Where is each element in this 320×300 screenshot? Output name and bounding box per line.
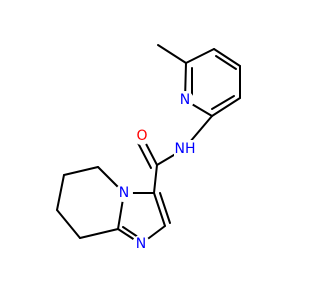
bond-sat-3 bbox=[56, 174, 65, 211]
bridgehead-nitrogen-label: N bbox=[119, 185, 129, 201]
bond-pyridine-2 bbox=[213, 48, 241, 67]
atom-n-imidazole: N bbox=[132, 235, 150, 253]
oxygen-label: O bbox=[136, 128, 147, 144]
atom-o1: O bbox=[133, 127, 151, 145]
bond-carbonyl-ring bbox=[153, 164, 158, 194]
bond-sat-5 bbox=[79, 228, 119, 239]
bond-carbonyl-o-inner bbox=[136, 140, 152, 169]
bond-methyl bbox=[157, 44, 187, 64]
bond-imid-3-inner bbox=[122, 226, 139, 238]
atom-n-bridge: N bbox=[115, 184, 133, 202]
bond-pyridine-4 bbox=[211, 97, 241, 117]
imidazole-nitrogen-label: N bbox=[136, 236, 146, 252]
bond-imid-1-inner bbox=[159, 192, 171, 224]
atom-nh: NH bbox=[174, 140, 196, 158]
molecule-structure: O N NH N N bbox=[56, 44, 241, 253]
amide-nh-label: NH bbox=[175, 141, 196, 157]
bond-sat-2 bbox=[63, 166, 99, 176]
atom-n-pyridine: N bbox=[176, 91, 194, 109]
bond-pyridine-1 bbox=[185, 48, 215, 64]
pyridine-nitrogen-label: N bbox=[180, 92, 190, 108]
atom-labels: O N NH N N bbox=[115, 91, 196, 253]
bond-imid-1 bbox=[153, 192, 166, 227]
bonds bbox=[56, 44, 241, 245]
bond-pyridine-4-inner bbox=[211, 95, 235, 110]
bond-pyridine-2-inner bbox=[215, 55, 237, 70]
molecule-canvas: O N NH N N bbox=[56, 44, 241, 253]
bond-sat-4 bbox=[56, 209, 81, 239]
